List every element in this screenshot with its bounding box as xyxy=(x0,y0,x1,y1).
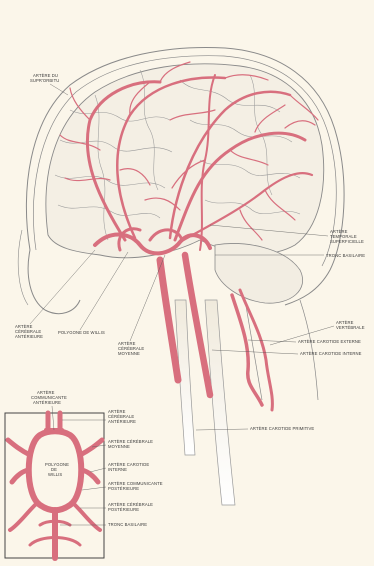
inset-ant-comm-3: ANTÉRIEURE xyxy=(33,400,61,405)
label-middle-cerebral-3: MOYENNE xyxy=(118,351,140,356)
label-temporal-3: SUPERFICIELLE xyxy=(330,239,364,244)
label-polygon-willis: POLYGONE DE WILLIS xyxy=(58,330,105,335)
inset-ant-cer-3: ANTÉRIEURE xyxy=(108,419,136,424)
inset-post-cer-2: POSTÉRIEURE xyxy=(108,507,139,512)
willis-inset: POLYGONE DE WILLIS xyxy=(5,413,104,558)
label-internal-carotid: ARTÈRE CAROTIDE INTERNE xyxy=(300,351,362,356)
neck-vessels xyxy=(175,300,235,505)
label-primitive-carotid: ARTÈRE CAROTIDE PRIMITIVE xyxy=(250,426,314,431)
label-vertebral-2: VERTÉBRALE xyxy=(336,325,365,330)
inset-int-car-2: INTERNE xyxy=(108,467,127,472)
label-supraorbital-2: SUPR'ORBITU xyxy=(30,78,59,83)
inset-center-1: POLYGONE xyxy=(45,462,69,467)
inset-mid-cer-2: MOYENNE xyxy=(108,444,130,449)
inset-post-comm-2: POSTÉRIEURE xyxy=(108,486,139,491)
label-basilar-trunk: TRONC BASILAIRE xyxy=(326,253,365,258)
inset-center-3: WILLIS xyxy=(48,472,62,477)
label-external-carotid: ARTÈRE CAROTIDE EXTERNE xyxy=(298,339,361,344)
cerebellum xyxy=(215,244,303,304)
label-anterior-cerebral-3: ANTÉRIEURE xyxy=(15,334,43,339)
inset-basilar: TRONC BASILAIRE xyxy=(108,522,147,527)
